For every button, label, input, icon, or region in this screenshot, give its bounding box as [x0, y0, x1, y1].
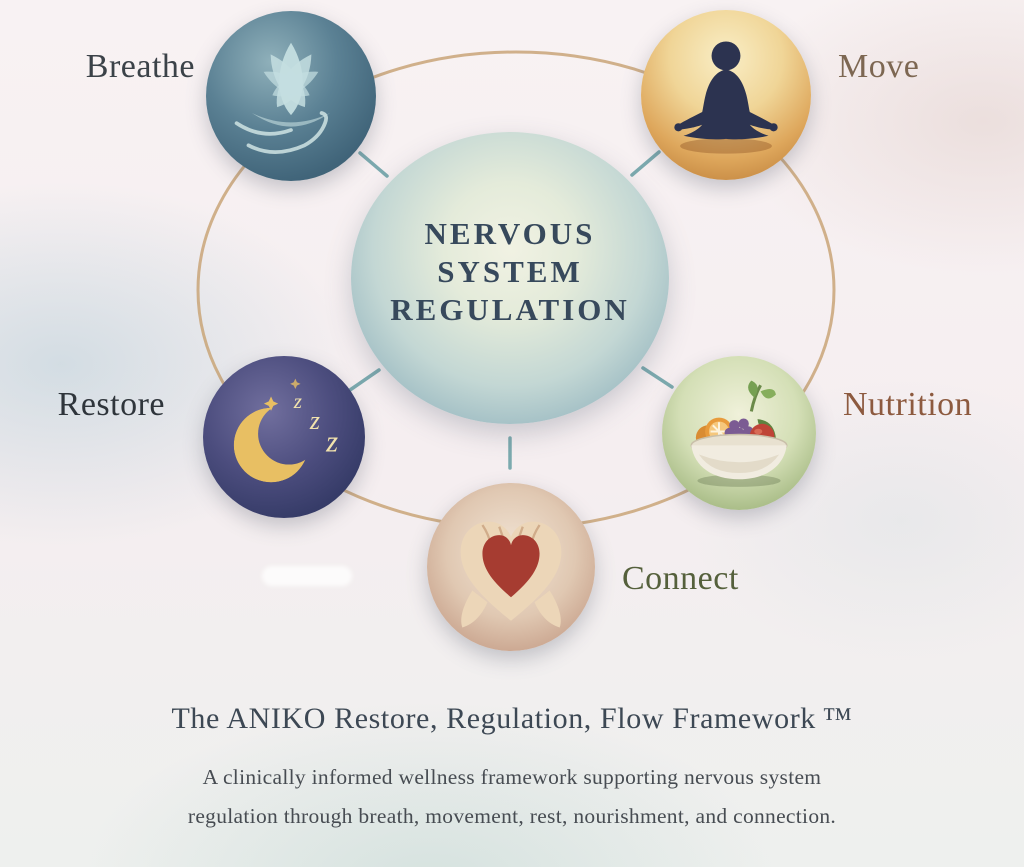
spoke-dashes — [348, 150, 674, 470]
restore-label: Restore — [57, 386, 165, 423]
nutrition-label: Nutrition — [843, 386, 973, 423]
center-title-line1: NERVOUS — [424, 216, 596, 252]
sparkle-icon — [263, 378, 301, 411]
sleep-z-1: z — [293, 389, 302, 413]
move-circle — [641, 10, 811, 180]
fruit-bowl-icon — [690, 380, 788, 487]
meditating-person-icon — [674, 41, 778, 154]
nutrition-circle — [662, 356, 816, 510]
watercolor-smudge — [262, 566, 352, 586]
restore-circle: z z z — [203, 356, 365, 518]
footer: The ANIKO Restore, Regulation, Flow Fram… — [0, 702, 1024, 836]
lotus-icon — [234, 42, 331, 154]
move-label: Move — [838, 48, 920, 85]
sleep-z-2: z — [309, 406, 320, 435]
framework-title: The ANIKO Restore, Regulation, Flow Fram… — [171, 702, 853, 735]
connect-circle — [427, 483, 595, 651]
sleep-z-3: z — [325, 425, 338, 459]
heart-hands-icon — [460, 521, 562, 628]
framework-subtitle-line2: regulation through breath, movement, res… — [187, 804, 837, 828]
framework-subtitle-line1: A clinically informed wellness framework… — [202, 765, 822, 789]
center-title-line2: SYSTEM — [437, 254, 583, 290]
center-title-line3: REGULATION — [390, 291, 630, 327]
breathe-circle — [206, 11, 376, 181]
center-hub-circle: NERVOUS SYSTEM REGULATION — [351, 132, 669, 424]
crescent-moon-icon: z z z — [233, 378, 338, 483]
framework-subtitle: A clinically informed wellness framework… — [0, 758, 1024, 836]
center-title: NERVOUS SYSTEM REGULATION — [390, 215, 630, 328]
connect-label: Connect — [622, 560, 739, 597]
breathe-label: Breathe — [85, 48, 195, 85]
